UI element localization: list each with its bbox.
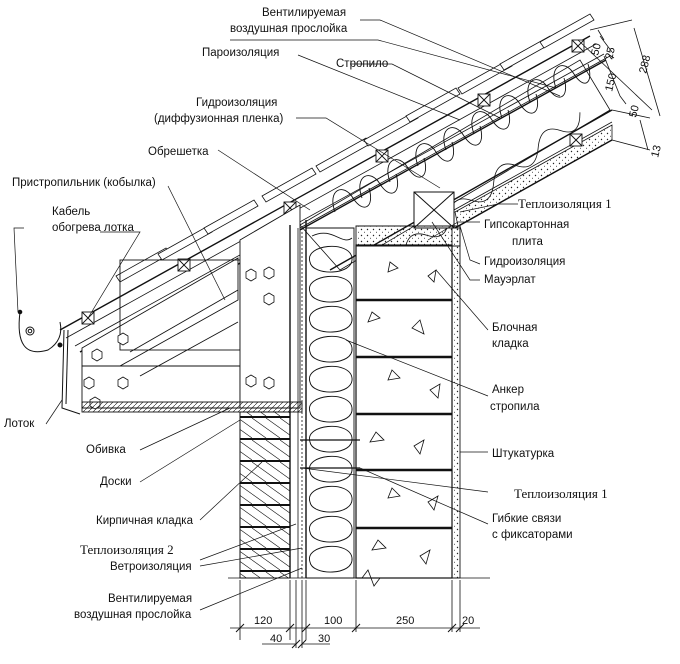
wall-insulation <box>306 227 355 579</box>
eaves-lining <box>81 401 303 413</box>
battens <box>81 39 585 325</box>
dimension-values: 50 25 150 50 288 13 120 100 250 20 40 30 <box>254 42 664 645</box>
label-waterproofing-membrane-1: Гидроизоляция <box>196 97 277 109</box>
label-rafter-anchor-2: стропила <box>490 401 540 413</box>
block-masonry <box>355 244 453 579</box>
brick-masonry <box>239 411 291 579</box>
label-insulation-roof: Теплоизоляция 1 <box>518 196 612 211</box>
dim-wall-100: 100 <box>324 615 342 627</box>
dim-roof-150: 150 <box>603 72 619 93</box>
label-insulation-2: Теплоизоляция 2 <box>80 542 174 557</box>
roof-structure <box>17 13 613 415</box>
dim-wall-250: 250 <box>396 615 414 627</box>
label-waterproofing: Гидроизоляция <box>484 256 565 268</box>
dimensions <box>230 19 661 649</box>
label-vapor-barrier: Пароизоляция <box>202 47 279 59</box>
label-gypsum-board-1: Гипсокартонная <box>484 219 569 231</box>
plaster <box>451 227 461 579</box>
mauerlat <box>413 191 455 229</box>
gutter <box>17 309 81 415</box>
dim-wall-120: 120 <box>254 615 272 627</box>
label-plaster: Штукатурка <box>492 448 555 460</box>
label-vent-gap-top-2: воздушная прослойка <box>230 23 348 35</box>
label-rafter-anchor-1: Анкер <box>492 384 524 396</box>
label-boards: Доски <box>100 476 132 488</box>
dim-wall-20: 20 <box>462 615 474 627</box>
label-waterproofing-membrane-2: (диффузионная пленка) <box>154 113 283 125</box>
label-heating-cable-2: обогрева лотка <box>52 222 134 234</box>
label-heating-cable-1: Кабель <box>52 206 90 218</box>
labels: Вентилируемая воздушная прослойка Пароиз… <box>4 7 612 621</box>
label-block-masonry-1: Блочная <box>492 322 537 334</box>
label-lining: Обивка <box>86 444 126 456</box>
dim-roof-50b: 50 <box>627 104 642 119</box>
leader-lines <box>13 19 561 611</box>
dim-roof-50a: 50 <box>589 42 604 57</box>
label-gypsum-board-2: плита <box>512 236 543 248</box>
label-vent-gap-bottom-2: воздушная прослойка <box>74 609 192 621</box>
label-block-masonry-2: кладка <box>492 338 529 350</box>
label-rafter: Стропило <box>336 58 388 70</box>
dim-wall-30: 30 <box>318 633 330 645</box>
label-flexible-ties-1: Гибкие связи <box>492 513 561 525</box>
dim-roof-288: 288 <box>637 54 653 75</box>
label-vent-gap-top-1: Вентилируемая <box>262 7 346 19</box>
label-rafter-extension: Пристропильник (кобылка) <box>12 177 156 189</box>
dim-wall-40: 40 <box>270 633 282 645</box>
label-brick-masonry: Кирпичная кладка <box>96 515 194 527</box>
label-gutter: Лоток <box>4 418 35 430</box>
label-wind-barrier: Ветроизоляция <box>110 561 192 573</box>
label-vent-gap-bottom-1: Вентилируемая <box>108 593 192 605</box>
label-lathing: Обрешетка <box>148 146 209 158</box>
label-insulation-wall: Теплоизоляция 1 <box>514 486 608 501</box>
dim-roof-13: 13 <box>649 144 664 159</box>
roof-tiles <box>115 13 595 283</box>
wall-structure <box>228 220 490 587</box>
dim-roof-25: 25 <box>603 46 618 61</box>
label-flexible-ties-2: с фиксаторами <box>492 529 573 541</box>
label-mauerlat: Мауэрлат <box>484 274 536 286</box>
